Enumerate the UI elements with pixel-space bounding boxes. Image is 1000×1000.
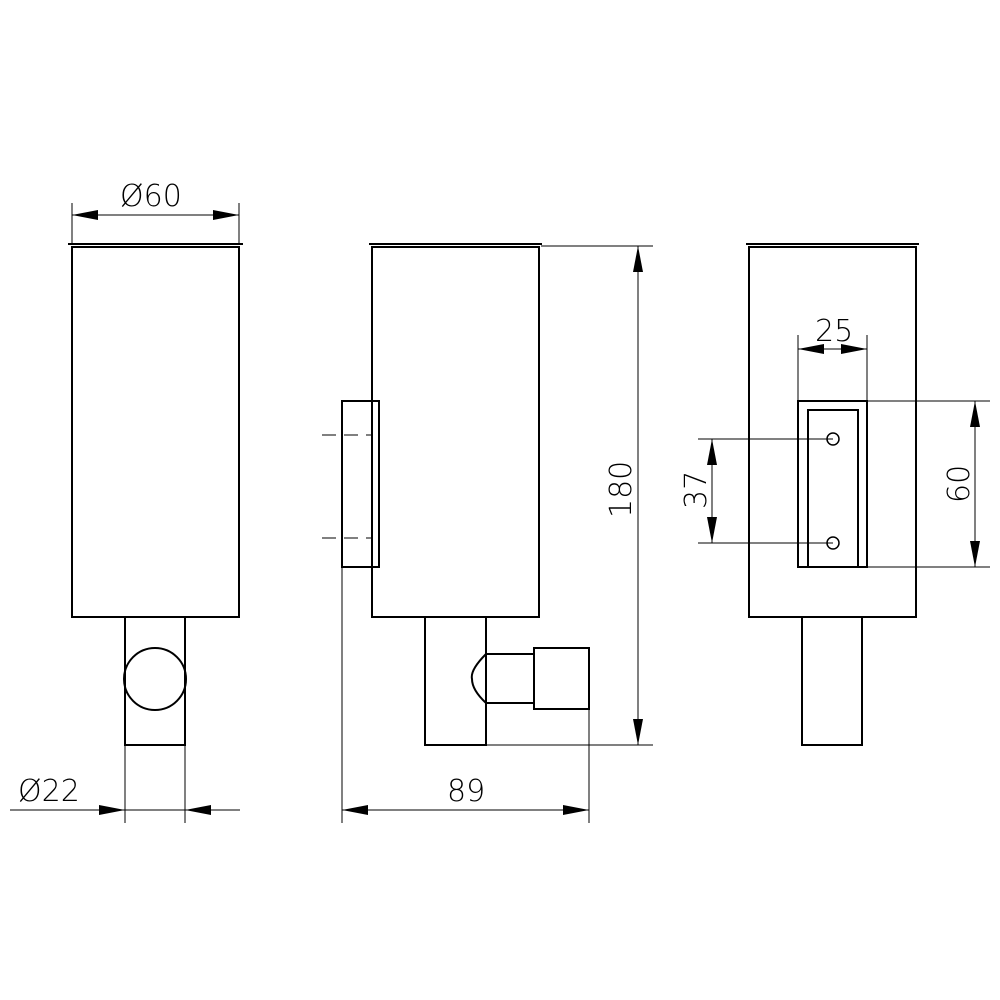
arrow-icon: [707, 439, 717, 465]
arrow-icon: [72, 210, 98, 220]
container-body: [748, 246, 917, 618]
arrow-icon: [841, 344, 867, 354]
dimension-label: 25: [815, 314, 853, 349]
arrow-icon: [970, 401, 980, 427]
wall-bracket: [341, 400, 380, 568]
arrow-icon: [213, 210, 239, 220]
dimension-label: 180: [604, 461, 639, 518]
back-view: 25 37 60: [679, 243, 990, 746]
arrow-icon: [633, 246, 643, 272]
arrow-icon: [185, 805, 211, 815]
arrow-icon: [342, 805, 368, 815]
dimension-label: 89: [447, 774, 485, 809]
front-view: Ø60 Ø22: [10, 179, 243, 823]
dimension-label: 37: [679, 471, 714, 509]
dimension-bracket-height: 60: [867, 400, 990, 568]
stem: [801, 616, 863, 746]
dimension-label: Ø22: [18, 774, 80, 809]
bracket-inner-plate: [807, 409, 859, 568]
dimension-bracket-width: 25: [797, 314, 868, 401]
dimension-label: 60: [942, 465, 977, 503]
arrow-icon: [563, 805, 589, 815]
stem: [424, 616, 487, 746]
dimension-stem-diameter: Ø22: [10, 745, 240, 823]
dimension-hole-spacing: 37: [679, 438, 833, 544]
container-body: [371, 246, 540, 618]
arrow-icon: [798, 344, 824, 354]
nozzle-cap: [533, 647, 590, 710]
arrow-icon: [99, 805, 125, 815]
dimension-body-diameter: Ø60: [71, 179, 240, 245]
dimension-label: Ø60: [120, 179, 182, 214]
pipe-end-circle: [123, 647, 187, 711]
dimension-depth: 89: [341, 567, 590, 823]
stem: [124, 616, 186, 746]
side-view: 180 89: [322, 243, 653, 823]
pipe: [470, 653, 534, 704]
dimension-height: 180: [486, 245, 653, 746]
arrow-icon: [633, 719, 643, 745]
arrow-icon: [970, 541, 980, 567]
arrow-icon: [707, 517, 717, 543]
container-body: [71, 246, 240, 618]
